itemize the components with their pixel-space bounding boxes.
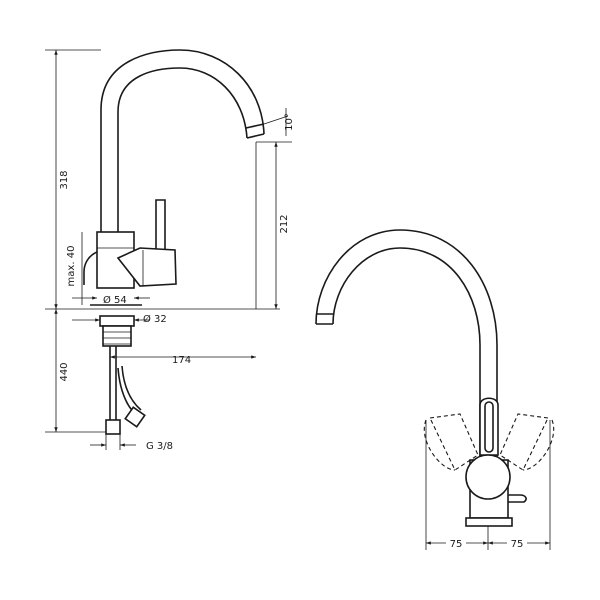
lever-swing-right <box>499 413 549 471</box>
lever-swing-left <box>429 413 479 471</box>
dim-connection: G 3/8 <box>146 441 173 452</box>
front-spout-inner-outline <box>332 247 481 460</box>
dim-swing-right: 75 <box>511 539 524 550</box>
dim-spout-angle: 10° <box>284 113 295 131</box>
dim-base-diameter: Ø 54 <box>103 294 127 306</box>
dim-spout-reach: 174 <box>172 355 191 366</box>
mounting-nut <box>99 315 135 327</box>
dim-max-counter: max. 40 <box>66 246 77 287</box>
dim-total-height: 318 <box>59 170 70 189</box>
front-base <box>465 517 513 527</box>
side-view: 318 max. 40 Ø 54 Ø 32 440 174 212 10° <box>45 49 295 452</box>
lever-handle <box>155 199 166 253</box>
hose-connector-right <box>124 406 146 428</box>
front-lever <box>479 397 499 456</box>
front-view: 75 75 <box>315 229 555 550</box>
lever-hub <box>116 247 177 287</box>
dim-swing-left: 75 <box>450 539 463 550</box>
hose-connector-left <box>105 419 121 435</box>
spout-tip-ring <box>245 123 265 129</box>
dim-spout-height: 212 <box>279 214 290 233</box>
front-hub <box>465 454 511 500</box>
spout-inner-outline <box>117 67 248 232</box>
front-spout-outline <box>315 229 498 460</box>
dim-hole-diameter: Ø 32 <box>143 313 167 325</box>
spout-outline <box>100 49 265 232</box>
spout-tip <box>246 133 265 139</box>
dim-below-counter: 440 <box>59 362 70 381</box>
